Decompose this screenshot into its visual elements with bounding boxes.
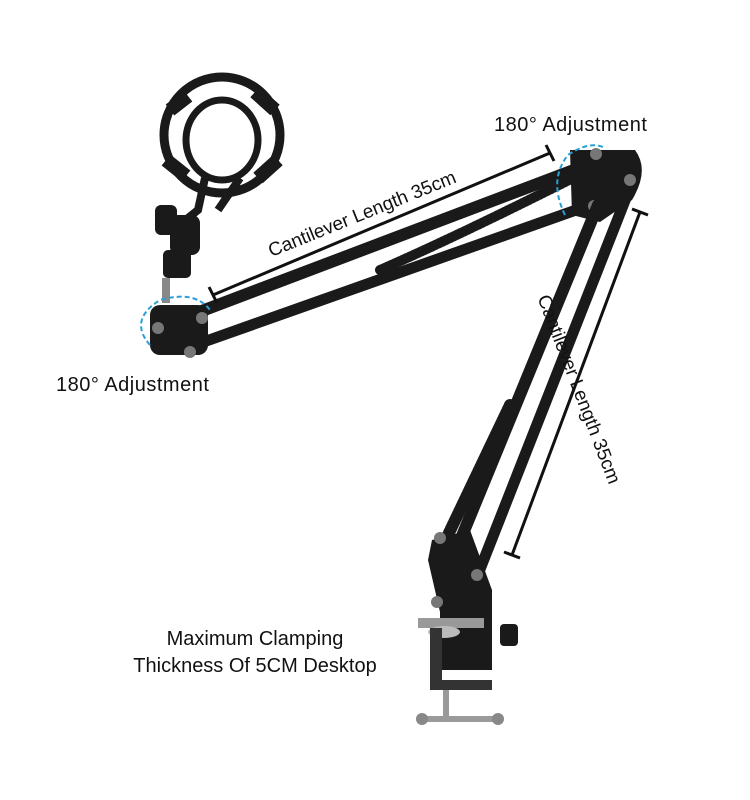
lower-arm (442, 192, 632, 588)
clamp-label-line1: Maximum Clamping (166, 628, 344, 650)
tilt-knob (155, 205, 200, 303)
left-rotation-arrow (140, 295, 211, 346)
top-adjustment-label: 180° Adjustment (494, 114, 648, 136)
upper-dimension-line (207, 144, 556, 304)
top-rotation-arrow (556, 144, 606, 216)
left-joint (150, 305, 208, 358)
upper-arm (172, 156, 616, 351)
left-adjustment-label: 180° Adjustment (56, 374, 210, 396)
shock-mount (159, 72, 285, 222)
clamp-label-line2: Thickness Of 5CM Desktop (133, 655, 377, 677)
clamp-base (416, 530, 518, 725)
clamp-capacity-label: Maximum Clamping Thickness Of 5CM Deskto… (95, 626, 415, 680)
lower-dimension-line (503, 207, 649, 560)
top-joint (570, 148, 642, 222)
